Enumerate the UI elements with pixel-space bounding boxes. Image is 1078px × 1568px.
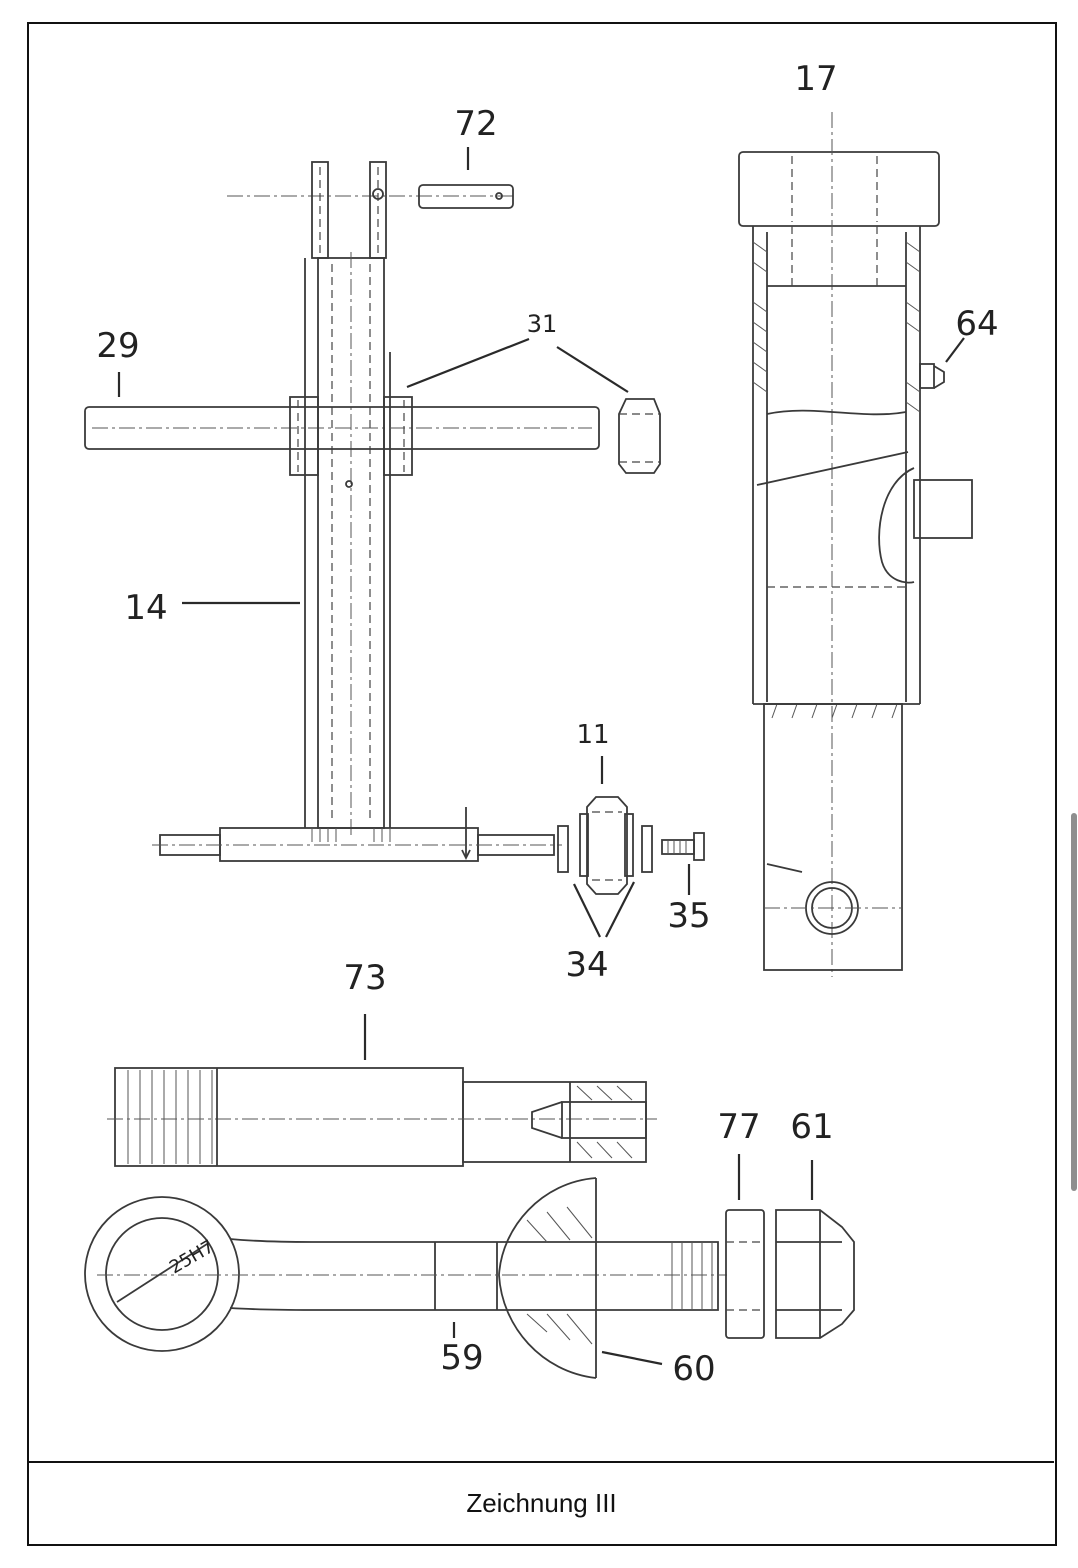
- label-61: 61: [790, 1107, 833, 1147]
- label-77: 77: [717, 1107, 760, 1147]
- label-59: 59: [440, 1338, 483, 1378]
- part-29-crossbar: [84, 372, 600, 476]
- label-72: 72: [454, 104, 497, 144]
- label-11: 11: [576, 720, 609, 750]
- part-59-eyebolt: [84, 1196, 727, 1352]
- part-72-pin: [227, 147, 517, 209]
- part-34-rings: [557, 825, 653, 938]
- technical-drawing: 72 17 29 31 64 14 11 35 34 73 77 61 59 6…: [29, 24, 1054, 1461]
- label-14: 14: [124, 588, 167, 628]
- part-35-screw: [661, 832, 705, 895]
- caption-box: Zeichnung III: [29, 1461, 1054, 1543]
- part-73-shaft: [107, 1014, 657, 1167]
- scrollbar-thumb[interactable]: [1071, 813, 1077, 1191]
- label-29: 29: [96, 326, 139, 366]
- part-77-washer: [725, 1154, 765, 1339]
- part-60-halfball: [498, 1177, 663, 1379]
- part-17-sleeve: [738, 112, 973, 977]
- label-31: 31: [527, 310, 558, 338]
- part-14-frame: [152, 161, 562, 862]
- label-35: 35: [667, 896, 710, 936]
- part-11-roller: [579, 756, 634, 895]
- drawing-sheet: 72 17 29 31 64 14 11 35 34 73 77 61 59 6…: [27, 22, 1057, 1546]
- part-31-collar: [406, 337, 661, 474]
- label-17: 17: [794, 59, 837, 99]
- part-64-stud: [919, 337, 965, 389]
- label-bore-25h7: 25H7: [166, 1236, 218, 1278]
- label-60: 60: [672, 1349, 715, 1389]
- label-64: 64: [955, 304, 998, 344]
- drawing-caption: Zeichnung III: [466, 1487, 617, 1518]
- label-34: 34: [565, 945, 608, 985]
- part-61-nut: [775, 1160, 855, 1339]
- label-73: 73: [343, 958, 386, 998]
